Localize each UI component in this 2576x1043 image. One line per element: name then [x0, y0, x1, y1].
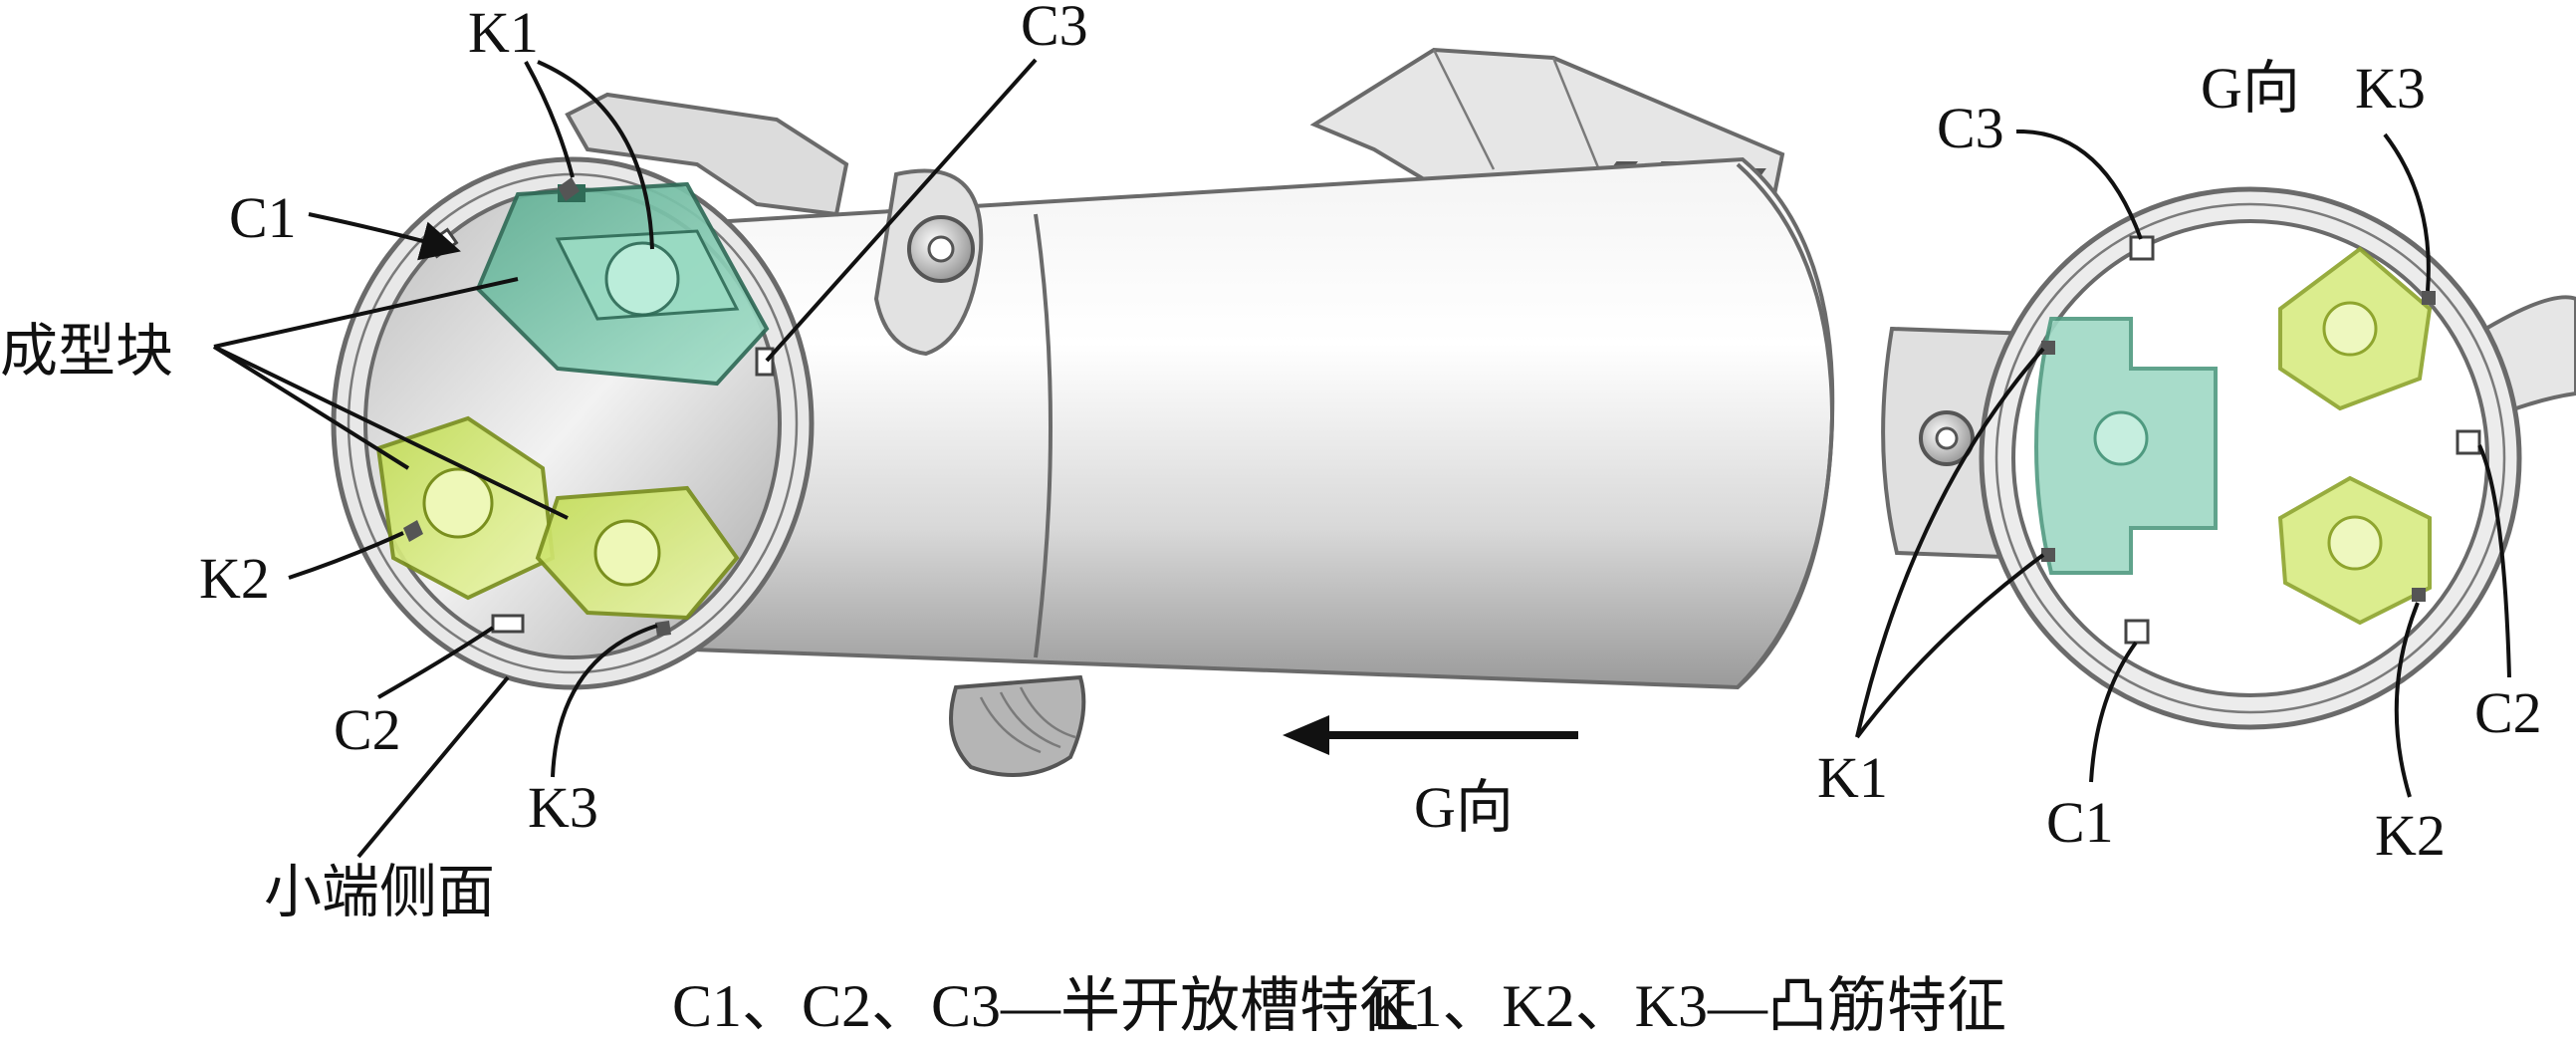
label-small-end-face: 小端侧面: [264, 860, 495, 924]
top-latch: [565, 92, 849, 217]
label-k3-left: K3: [528, 775, 598, 840]
g-view-rib-k1-a: [2041, 341, 2055, 355]
bottom-handle: [949, 674, 1086, 777]
g-view-molding-block-green: [2034, 317, 2218, 575]
label-k2-left: K2: [199, 546, 270, 611]
rib-k2-left: [403, 520, 423, 542]
g-direction-arrowhead: [1283, 715, 1329, 755]
label-k2-right: K2: [2375, 803, 2446, 868]
g-view-drawing: G向 C3 K3 K1 C1 C2 K2: [1817, 56, 2576, 868]
molding-block-yellow-bottom: [535, 485, 740, 621]
g-view-rib-k2: [2412, 588, 2426, 602]
label-g-view-title: G向: [2201, 56, 2300, 121]
label-k1-right: K1: [1817, 745, 1888, 810]
molding-block-yellow-left: [375, 415, 556, 601]
rib-k3-left: [655, 621, 671, 637]
label-c3-right: C3: [1937, 96, 2004, 160]
caption-ribs: K1、K2、K3—凸筋特征: [1369, 973, 2006, 1039]
label-c1-right: C1: [2046, 790, 2114, 855]
label-molding-block: 成型块: [0, 319, 173, 384]
label-k3-right: K3: [2355, 56, 2426, 121]
g-view-rib-k1-b: [2041, 548, 2055, 562]
label-k1-left: K1: [468, 0, 539, 65]
caption-slots: C1、C2、C3—半开放槽特征: [672, 973, 1419, 1039]
g-view-slot-c1: [2124, 619, 2150, 645]
g-view-slot-c3: [2129, 235, 2155, 261]
g-view-molding-block-yellow-top: [2278, 246, 2433, 411]
label-direction: G向: [1414, 775, 1514, 840]
g-view-rib-k3: [2422, 291, 2436, 305]
g-view-molding-block-yellow-bottom: [2277, 475, 2432, 626]
slot-c3-left: [755, 347, 775, 377]
left-part-drawing: K1 C3 C1 成型块 K2 C2 K3 小端侧面 G向: [0, 0, 1835, 924]
slot-c2-left: [491, 614, 525, 634]
label-c2-right: C2: [2474, 680, 2542, 745]
label-c2-left: C2: [334, 697, 401, 762]
g-view-slot-c2: [2456, 429, 2481, 455]
rib-k1-left: [558, 177, 580, 201]
label-c1-left: C1: [229, 185, 297, 250]
label-c3-left: C3: [1021, 0, 1088, 58]
